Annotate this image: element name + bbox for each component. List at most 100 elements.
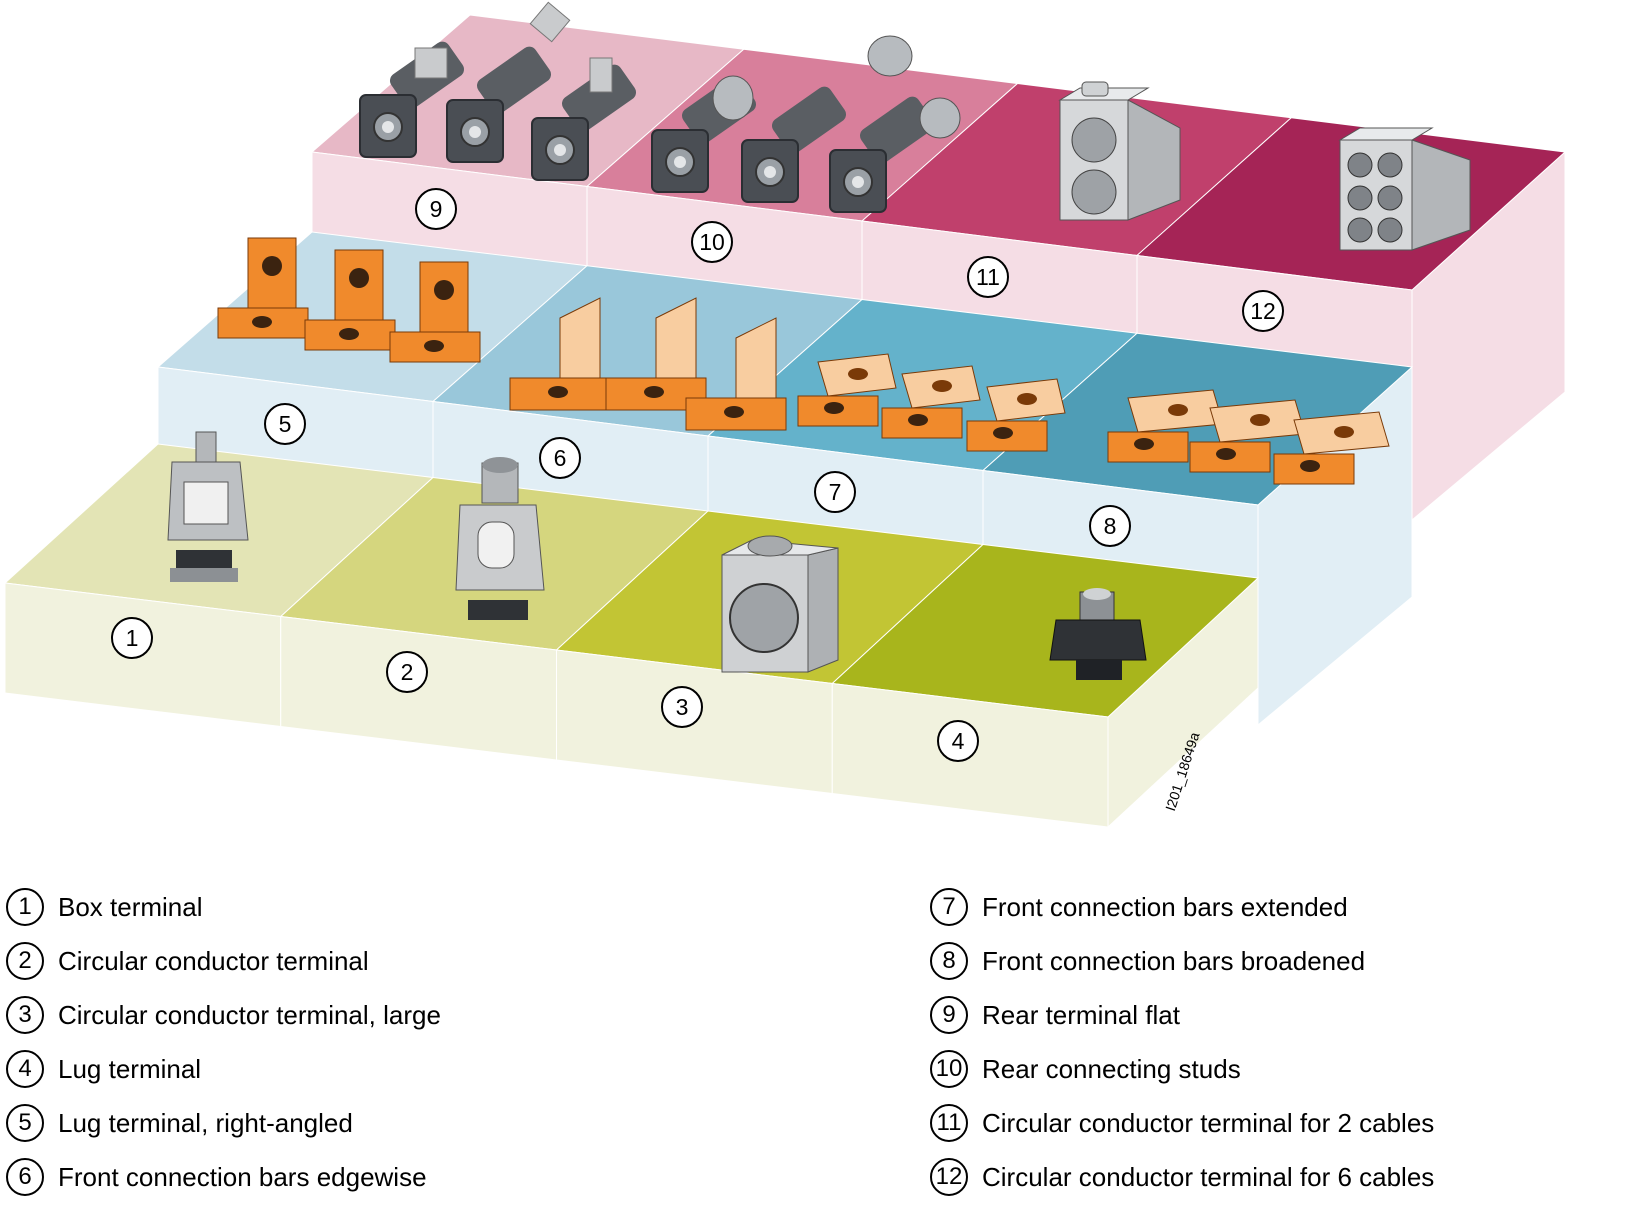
bar-hole <box>644 386 664 398</box>
legend-number: 10 <box>930 1050 968 1088</box>
terminal-window <box>477 521 515 569</box>
lug-hole <box>252 316 272 328</box>
box-terminal <box>167 431 249 582</box>
legend-item-11: 11 Circular conductor terminal for 2 cab… <box>930 1101 1434 1145</box>
legend-label: Front connection bars extended <box>982 891 1348 922</box>
legend-number: 8 <box>930 942 968 980</box>
rear-terminal-part <box>741 86 847 203</box>
block-side <box>807 547 839 673</box>
flat-lug <box>529 1 571 43</box>
cable-hole <box>1347 217 1373 243</box>
tile-number-badge: 1 <box>111 617 153 659</box>
tile-number-badge: 6 <box>539 437 581 479</box>
badge-circle <box>661 686 703 728</box>
right-angled-lug <box>389 261 481 363</box>
legend-number: 1 <box>6 888 44 926</box>
badge-circle <box>1242 290 1284 332</box>
block-side <box>1411 139 1471 251</box>
badge-number: 9 <box>430 196 443 222</box>
broadened-bar <box>1273 411 1390 485</box>
cable-hole <box>1347 185 1373 211</box>
rear-terminal-part <box>829 96 935 213</box>
lug-terminal <box>1049 588 1147 680</box>
edgewise-bar <box>509 297 611 411</box>
bar-hole <box>1300 460 1320 472</box>
tile-number-badge: 10 <box>691 221 733 263</box>
extended-bar <box>966 378 1066 452</box>
badge-number: 10 <box>699 229 725 255</box>
stud-end <box>867 35 913 77</box>
stud-hole <box>469 126 481 138</box>
legend-label: Lug terminal <box>58 1053 202 1084</box>
block-top <box>1338 127 1434 141</box>
cable-hole <box>1071 169 1117 215</box>
screw <box>747 535 793 557</box>
lug-hole <box>424 340 444 352</box>
lug-hole <box>434 280 454 300</box>
legend-number: 12 <box>930 1158 968 1196</box>
legend-item-7: 7 Front connection bars extended <box>930 885 1348 929</box>
stud-hole <box>674 156 686 168</box>
legend: 1 Box terminal 2 Circular conductor term… <box>0 885 1652 1221</box>
legend-number: 5 <box>6 1104 44 1142</box>
broadened-bar <box>1107 389 1224 463</box>
legend-item-4: 4 Lug terminal <box>6 1047 201 1091</box>
lug-hole <box>262 256 282 276</box>
stud-hole <box>852 176 864 188</box>
flat-lug <box>589 57 613 93</box>
tile-number-badge: 8 <box>1089 505 1131 547</box>
badge-circle <box>386 651 428 693</box>
legend-item-5: 5 Lug terminal, right-angled <box>6 1101 353 1145</box>
stud-end <box>712 75 754 121</box>
stud-body <box>771 86 847 154</box>
legend-item-10: 10 Rear connecting studs <box>930 1047 1241 1091</box>
bar-hole <box>1017 393 1037 405</box>
lug-hole <box>339 328 359 340</box>
stud-hole <box>554 144 566 156</box>
legend-item-9: 9 Rear terminal flat <box>930 993 1180 1037</box>
lug-hole <box>349 268 369 288</box>
cable-hole <box>729 583 799 653</box>
badge-circle <box>415 188 457 230</box>
legend-number: 4 <box>6 1050 44 1088</box>
bar-hole <box>932 380 952 392</box>
bar-hole <box>848 368 868 380</box>
tile-number-badge: 4 <box>937 720 979 762</box>
stud-body <box>859 96 935 164</box>
right-angled-lug <box>304 249 396 351</box>
block-side <box>1127 99 1181 221</box>
badge-circle <box>539 437 581 479</box>
terminal-screw <box>195 431 217 463</box>
bar-hole <box>1134 438 1154 450</box>
stud-body <box>476 46 552 114</box>
stud-end <box>919 97 961 139</box>
cable-hole <box>1377 217 1403 243</box>
legend-item-8: 8 Front connection bars broadened <box>930 939 1365 983</box>
badge-circle <box>937 720 979 762</box>
legend-label: Circular conductor terminal <box>58 945 369 976</box>
legend-label: Rear terminal flat <box>982 999 1180 1030</box>
terminal-clamp <box>176 550 232 568</box>
screw-head <box>482 457 518 473</box>
stud-hole <box>382 121 394 133</box>
badge-number: 2 <box>401 659 414 685</box>
legend-label: Circular conductor terminal, large <box>58 999 441 1030</box>
stud-body <box>561 64 637 132</box>
bar-hole <box>1168 404 1188 416</box>
cable-hole <box>1347 152 1373 178</box>
tile-number-badge: 3 <box>661 686 703 728</box>
two-cable-terminal <box>1058 81 1181 221</box>
badge-circle <box>691 221 733 263</box>
legend-number: 3 <box>6 996 44 1034</box>
screw <box>1081 81 1109 97</box>
rear-terminal-part <box>446 46 552 163</box>
circular-conductor-terminal <box>455 457 545 620</box>
legend-label: Lug terminal, right-angled <box>58 1107 353 1138</box>
rear-terminal-part <box>531 64 637 181</box>
bar-hole <box>1216 448 1236 460</box>
legend-label: Circular conductor terminal for 6 cables <box>982 1161 1435 1192</box>
legend-label: Circular conductor terminal for 2 cables <box>982 1107 1435 1138</box>
badge-circle <box>264 403 306 445</box>
cable-hole <box>1071 117 1117 163</box>
